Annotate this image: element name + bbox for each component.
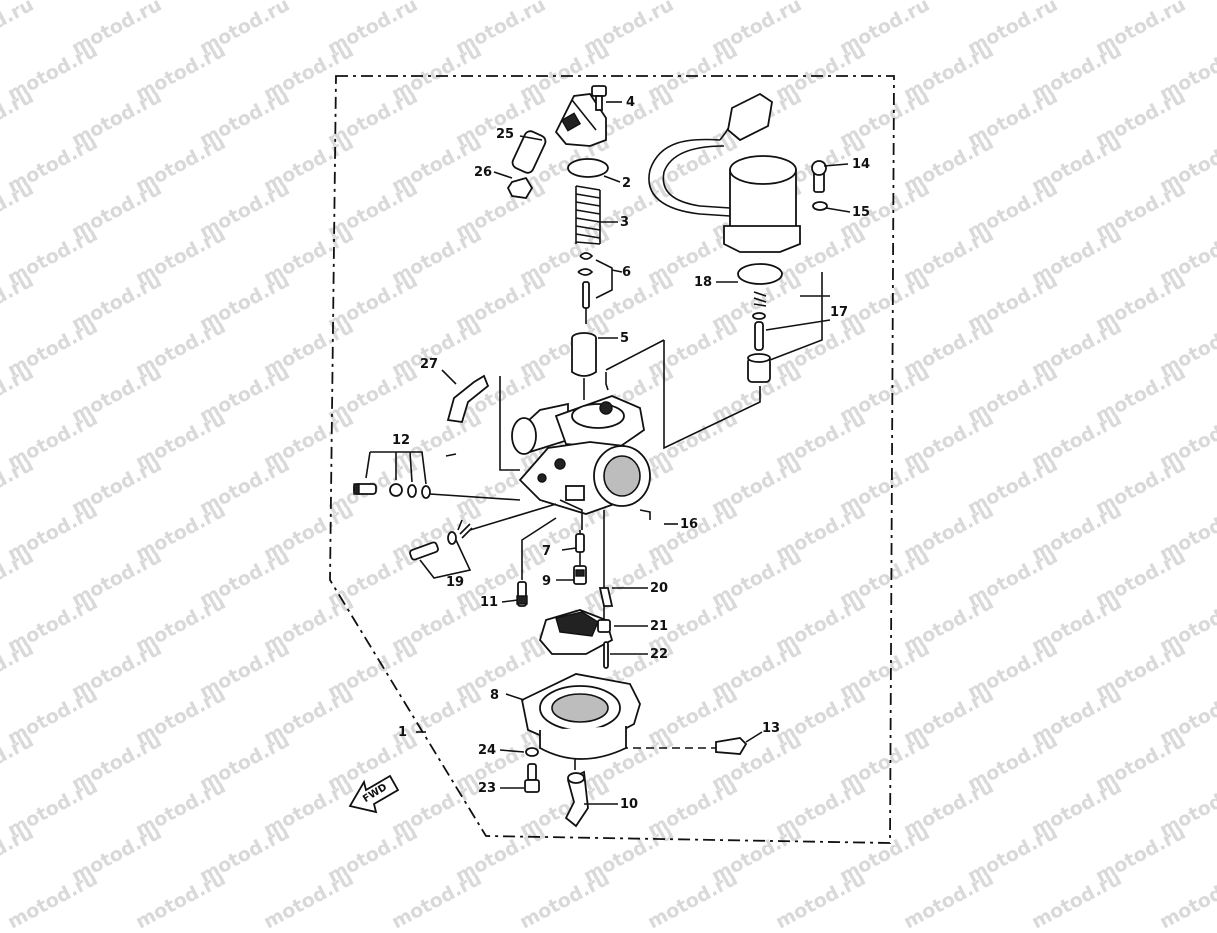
callout-14: 14 xyxy=(852,157,871,172)
callout-13: 13 xyxy=(762,721,781,736)
callout-3: 3 xyxy=(620,215,630,230)
plunger-set-17 xyxy=(747,272,831,383)
callout-19: 19 xyxy=(446,575,465,590)
callout-27: 27 xyxy=(420,357,439,372)
callout-6: 6 xyxy=(622,265,632,280)
callout-10: 10 xyxy=(620,797,639,812)
pilot-screw-set-12 xyxy=(353,451,431,499)
callout-26: 26 xyxy=(474,165,493,180)
assembly-boundary xyxy=(329,75,895,844)
carburetor-exploded-view xyxy=(329,75,895,844)
callout-11: 11 xyxy=(480,595,499,610)
callout-1: 1 xyxy=(398,725,408,740)
callout-9: 9 xyxy=(542,574,552,589)
callout-23: 23 xyxy=(478,781,497,796)
spring-3 xyxy=(575,185,601,245)
callout-7: 7 xyxy=(542,544,552,559)
vent-hose-27 xyxy=(446,374,490,424)
callout-25: 25 xyxy=(496,127,515,142)
callout-5: 5 xyxy=(620,331,630,346)
forward-arrow xyxy=(348,774,400,814)
auto-choke-unit xyxy=(648,92,828,285)
callout-4: 4 xyxy=(626,95,636,110)
callout-20: 20 xyxy=(650,581,669,596)
callout-24: 24 xyxy=(478,743,497,758)
callout-leaders xyxy=(416,101,851,805)
callout-15: 15 xyxy=(852,205,871,220)
callout-8: 8 xyxy=(490,688,500,703)
callout-17: 17 xyxy=(830,305,849,320)
idle-screw-set-19 xyxy=(409,519,473,579)
callout-12: 12 xyxy=(392,433,411,448)
carburetor-body xyxy=(511,395,651,530)
o-ring-2 xyxy=(567,158,609,178)
callout-16: 16 xyxy=(680,517,699,532)
callout-2: 2 xyxy=(622,176,632,191)
callout-18: 18 xyxy=(694,275,713,290)
callout-21: 21 xyxy=(650,619,669,634)
callout-22: 22 xyxy=(650,647,669,662)
float-bowl-assembly xyxy=(516,533,748,828)
top-cap-assembly xyxy=(506,85,607,199)
throttle-valve-5 xyxy=(571,332,597,400)
needle-set-6 xyxy=(577,252,594,324)
